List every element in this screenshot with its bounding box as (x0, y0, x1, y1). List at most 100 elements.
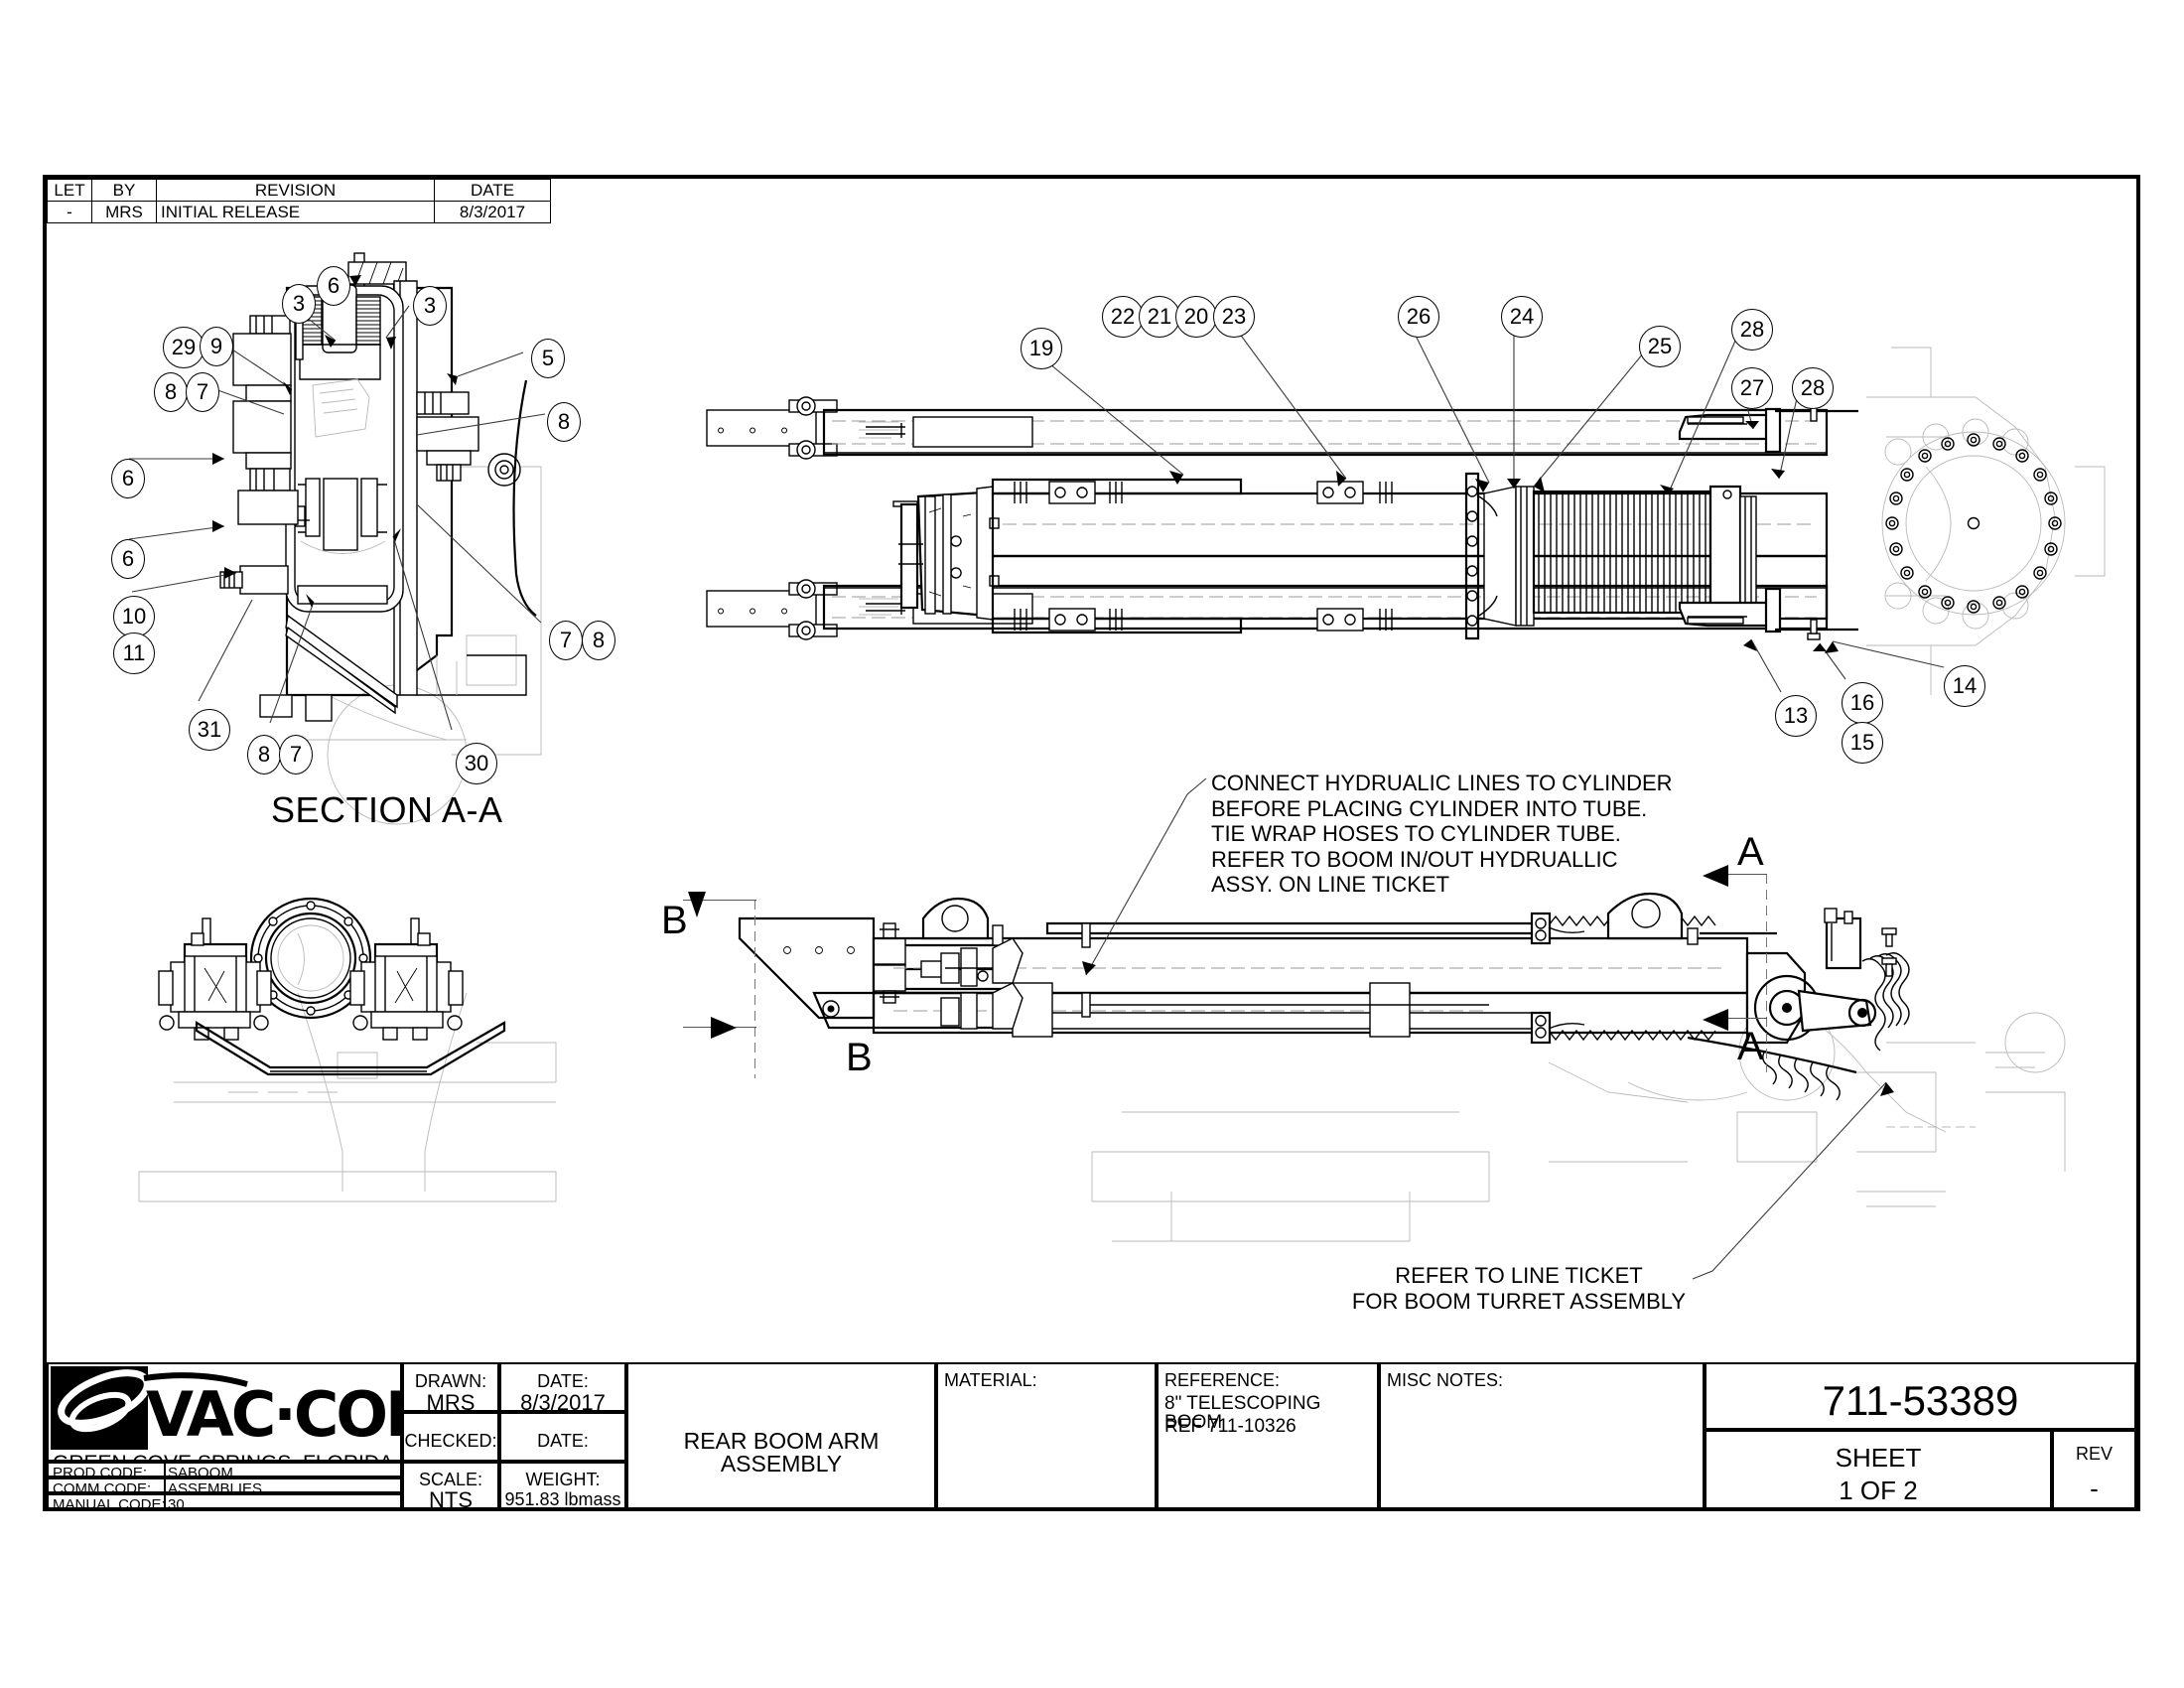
balloon-9[interactable]: 9 (200, 327, 233, 366)
section-a-cut-line (1766, 874, 1767, 1072)
balloon-30[interactable]: 30 (456, 743, 497, 784)
balloon-25[interactable]: 25 (1639, 326, 1681, 367)
checked-date-label: DATE: (537, 1431, 589, 1451)
checked-date-cell: DATE: (499, 1412, 626, 1462)
section-b-cut-bottom (683, 1027, 756, 1028)
manual-code-label: MANUAL CODE: (53, 1496, 166, 1513)
rev-label: REV (2075, 1444, 2113, 1464)
checked-cell: CHECKED: (402, 1412, 499, 1462)
balloon-6-upper-left[interactable]: 6 (111, 459, 145, 498)
balloon-28-lower[interactable]: 28 (1792, 367, 1834, 409)
section-b-cut-line (754, 900, 755, 1078)
section-a-arrow-bottom (1703, 1009, 1728, 1031)
drawn-label: DRAWN: (414, 1371, 487, 1391)
drawn-date-cell: DATE: 8/3/2017 (499, 1362, 626, 1415)
balloon-8[interactable]: 8 (154, 372, 188, 412)
drawn-date-value: 8/3/2017 (520, 1390, 606, 1415)
rev-cell: REV - (2052, 1430, 2136, 1509)
page-title: REAR BOOM ARM ASSEMBLY (683, 1428, 880, 1477)
checked-label: CHECKED: (404, 1431, 497, 1451)
balloon-23[interactable]: 23 (1213, 296, 1255, 338)
section-aa-title: SECTION A-A (271, 789, 503, 830)
revision-table: LET BY REVISION DATE - MRS INITIAL RELEA… (47, 179, 551, 223)
manual-code-value: 30 (168, 1496, 185, 1513)
scale-cell: SCALE: NTS (402, 1462, 499, 1511)
balloon-5[interactable]: 5 (531, 339, 565, 378)
sheet-label: SHEET (1835, 1443, 1922, 1473)
revision-cell-revision: INITIAL RELEASE (156, 201, 435, 223)
balloon-31[interactable]: 31 (189, 709, 230, 751)
section-b-label-bottom: B (846, 1036, 873, 1079)
balloon-16[interactable]: 16 (1842, 682, 1883, 724)
reference-cell: REFERENCE: 8" TELESCOPING BOOM REF 711-1… (1157, 1362, 1379, 1509)
weight-label: WEIGHT: (525, 1470, 601, 1489)
prod-code-label: PROD CODE: (53, 1465, 148, 1481)
comm-code-row: COMM CODE: ASSEMBLIES (47, 1477, 402, 1497)
logo-swoosh (58, 1369, 248, 1433)
drawing-border (43, 175, 2140, 1511)
drawing-title-cell: REAR BOOM ARM ASSEMBLY (626, 1362, 936, 1509)
balloon-8-right[interactable]: 8 (547, 402, 581, 442)
comm-code-value: ASSEMBLIES (168, 1480, 263, 1497)
balloon-24[interactable]: 24 (1501, 296, 1543, 338)
balloon-6-lower-left[interactable]: 6 (111, 539, 145, 579)
balloon-6[interactable]: 6 (317, 266, 350, 306)
section-b-cut-top (683, 900, 756, 901)
material-cell: MATERIAL: (936, 1362, 1157, 1509)
revision-header-by: BY (91, 179, 157, 202)
balloon-10[interactable]: 10 (113, 596, 155, 637)
section-a-cut-bottom (1709, 1018, 1767, 1019)
drawn-date-label: DATE: (537, 1371, 589, 1391)
balloon-3[interactable]: 3 (282, 284, 316, 324)
balloon-15[interactable]: 15 (1842, 722, 1883, 764)
scale-label: SCALE: (418, 1470, 483, 1489)
company-logo: VAC·CON (49, 1364, 404, 1464)
balloon-3-right[interactable]: 3 (413, 286, 447, 326)
drawn-value: MRS (426, 1390, 476, 1415)
balloon-8-lower-right[interactable]: 8 (582, 621, 615, 660)
balloon-7[interactable]: 7 (186, 372, 219, 412)
balloon-13[interactable]: 13 (1775, 695, 1817, 737)
balloon-8-bottom[interactable]: 8 (247, 735, 281, 774)
balloon-29[interactable]: 29 (163, 327, 205, 368)
balloon-7-bottom[interactable]: 7 (279, 735, 313, 774)
balloon-11[interactable]: 11 (113, 633, 155, 674)
section-b-label-top: B (661, 899, 688, 942)
prod-code-row: PROD CODE: SABOOM (47, 1462, 402, 1481)
misc-notes-cell: MISC NOTES: (1379, 1362, 1705, 1509)
prod-code-value: SABOOM (168, 1465, 233, 1481)
balloon-21[interactable]: 21 (1139, 296, 1180, 338)
section-a-label-bottom: A (1737, 1025, 1764, 1068)
title-block: VAC·CON GREEN COVE SPRINGS, FLORIDA USA … (47, 1362, 2136, 1512)
turret-reference-note: REFER TO LINE TICKET FOR BOOM TURRET ASS… (1351, 1263, 1687, 1314)
cylinder-hydraulic-note: CONNECT HYDRUALIC LINES TO CYLINDER BEFO… (1211, 771, 1673, 898)
balloon-19[interactable]: 19 (1021, 328, 1062, 369)
section-a-cut-top (1709, 874, 1767, 875)
reference-line-1: 8" TELESCOPING BOOM (1164, 1393, 1321, 1433)
reference-label: REFERENCE: (1164, 1370, 1281, 1390)
section-b-arrow-bottom (711, 1017, 737, 1039)
comm-code-label: COMM CODE: (53, 1480, 152, 1497)
revision-cell-by: MRS (91, 201, 157, 223)
balloon-22[interactable]: 22 (1102, 296, 1144, 338)
balloon-26[interactable]: 26 (1398, 296, 1439, 338)
revision-header-row: LET BY REVISION DATE (47, 179, 551, 202)
drawn-cell: DRAWN: MRS (402, 1362, 499, 1415)
weight-value: 951.83 lbmass (504, 1489, 621, 1509)
balloon-20[interactable]: 20 (1175, 296, 1217, 338)
balloon-28-upper[interactable]: 28 (1731, 309, 1773, 351)
drawing-number: 711-53389 (1822, 1377, 2019, 1424)
reference-line-2: REF 711-10326 (1164, 1416, 1297, 1437)
section-b-arrow-top (688, 892, 706, 917)
balloon-14[interactable]: 14 (1944, 665, 1985, 707)
balloon-27[interactable]: 27 (1731, 367, 1773, 409)
balloon-7-lower-right[interactable]: 7 (549, 621, 583, 660)
